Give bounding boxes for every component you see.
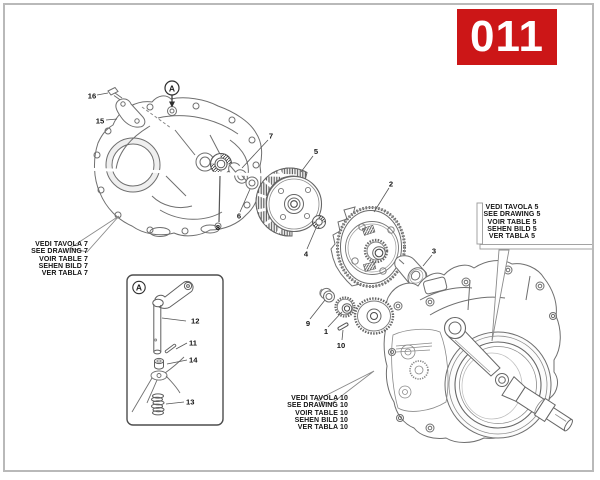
part-6-washer <box>245 176 259 190</box>
part-label-10: 10 <box>337 341 345 350</box>
refbox-line: VOIR TABLE 5 <box>487 218 537 226</box>
ratchet-plate <box>131 356 185 413</box>
refbox-line: VER TABLA 10 <box>297 424 348 432</box>
refbox-line: VEDI TAVOLA 10 <box>291 395 348 402</box>
refbox-line: SEHEN BILD 7 <box>38 262 88 270</box>
reference-box-table-5: VEDI TAVOLA 5 SEE DRAWING 5 VOIR TABLE 5… <box>480 204 544 240</box>
refbox-line: VEDI TAVOLA 7 <box>35 241 88 248</box>
detail-marker-a: A <box>164 80 180 108</box>
crankshaft-flywheel <box>454 341 542 429</box>
reference-box-table-7: VEDI TAVOLA 7 SEE DRAWING 7 VOIR TABLE 7… <box>18 241 88 277</box>
arrow-down-icon <box>169 101 175 108</box>
part-8-bearing <box>209 152 233 176</box>
part-label-16: 16 <box>88 92 96 101</box>
part-label-2: 2 <box>389 180 393 189</box>
part-13-spring <box>151 393 165 416</box>
inset-leader-lines <box>161 317 188 405</box>
drawing-number: 011 <box>470 12 544 61</box>
part-label-3: 3 <box>432 247 436 256</box>
part-label-14: 14 <box>189 356 198 365</box>
part-11-pin <box>164 343 177 354</box>
refbox-line: VEDI TAVOLA 5 <box>485 204 539 211</box>
primary-gear <box>353 297 395 335</box>
refbox-line: SEE DRAWING 10 <box>287 402 348 410</box>
bolt-holes <box>93 102 260 235</box>
part-label-4: 4 <box>304 250 309 259</box>
part-label-8: 8 <box>216 223 220 232</box>
part-label-1: 1 <box>324 327 329 336</box>
inset-marker-letter: A <box>136 283 142 293</box>
part-15-bracket <box>115 98 146 128</box>
refbox-leader-wedges <box>68 215 510 405</box>
refbox-line: SEE DRAWING 5 <box>483 211 541 219</box>
part-5-clutch-drum <box>0 165 323 237</box>
part-label-9: 9 <box>306 319 310 328</box>
part-12-gearshift-lever <box>152 280 194 355</box>
detail-marker-letter: A <box>169 83 175 93</box>
refbox-line: SEHEN BILD 10 <box>294 416 348 424</box>
refbox-line: VER TABLA 5 <box>488 233 536 241</box>
part-14-bushing <box>154 357 164 370</box>
part-label-15: 15 <box>96 117 105 126</box>
part-1-gear <box>334 296 356 318</box>
part-label-6: 6 <box>237 212 241 221</box>
crankshaft-output-shaft <box>501 376 573 432</box>
part-2-clutch-housing <box>330 206 406 288</box>
part-label-11: 11 <box>189 339 198 348</box>
refbox-line: VOIR TABLE 7 <box>39 255 88 263</box>
part-leader-lines <box>96 92 433 341</box>
part-label-12: 12 <box>191 317 199 326</box>
refbox-line: SEHEN BILD 5 <box>487 225 537 233</box>
refbox-line: SEE DRAWING 7 <box>31 248 88 256</box>
bolt-axis-line <box>141 106 172 129</box>
part-16-screw <box>107 86 123 101</box>
part-label-13: 13 <box>186 398 194 407</box>
internal-gears <box>395 342 433 399</box>
reference-box-table-10: VEDI TAVOLA 10 SEE DRAWING 10 VOIR TABLE… <box>276 395 348 431</box>
refbox-line: VER TABLA 7 <box>41 270 88 278</box>
refbox-line: VOIR TABLE 10 <box>295 409 348 417</box>
part-9-bushing <box>319 287 335 303</box>
part-label-5: 5 <box>314 147 319 156</box>
drawing-number-badge: 011 <box>457 9 557 65</box>
part-10-key <box>337 322 349 331</box>
part-label-7: 7 <box>269 132 273 141</box>
part-4-washer <box>312 215 326 229</box>
right-crankcase-half <box>383 260 573 443</box>
connecting-rod <box>443 316 501 377</box>
inset-detail-box: A <box>126 274 224 426</box>
